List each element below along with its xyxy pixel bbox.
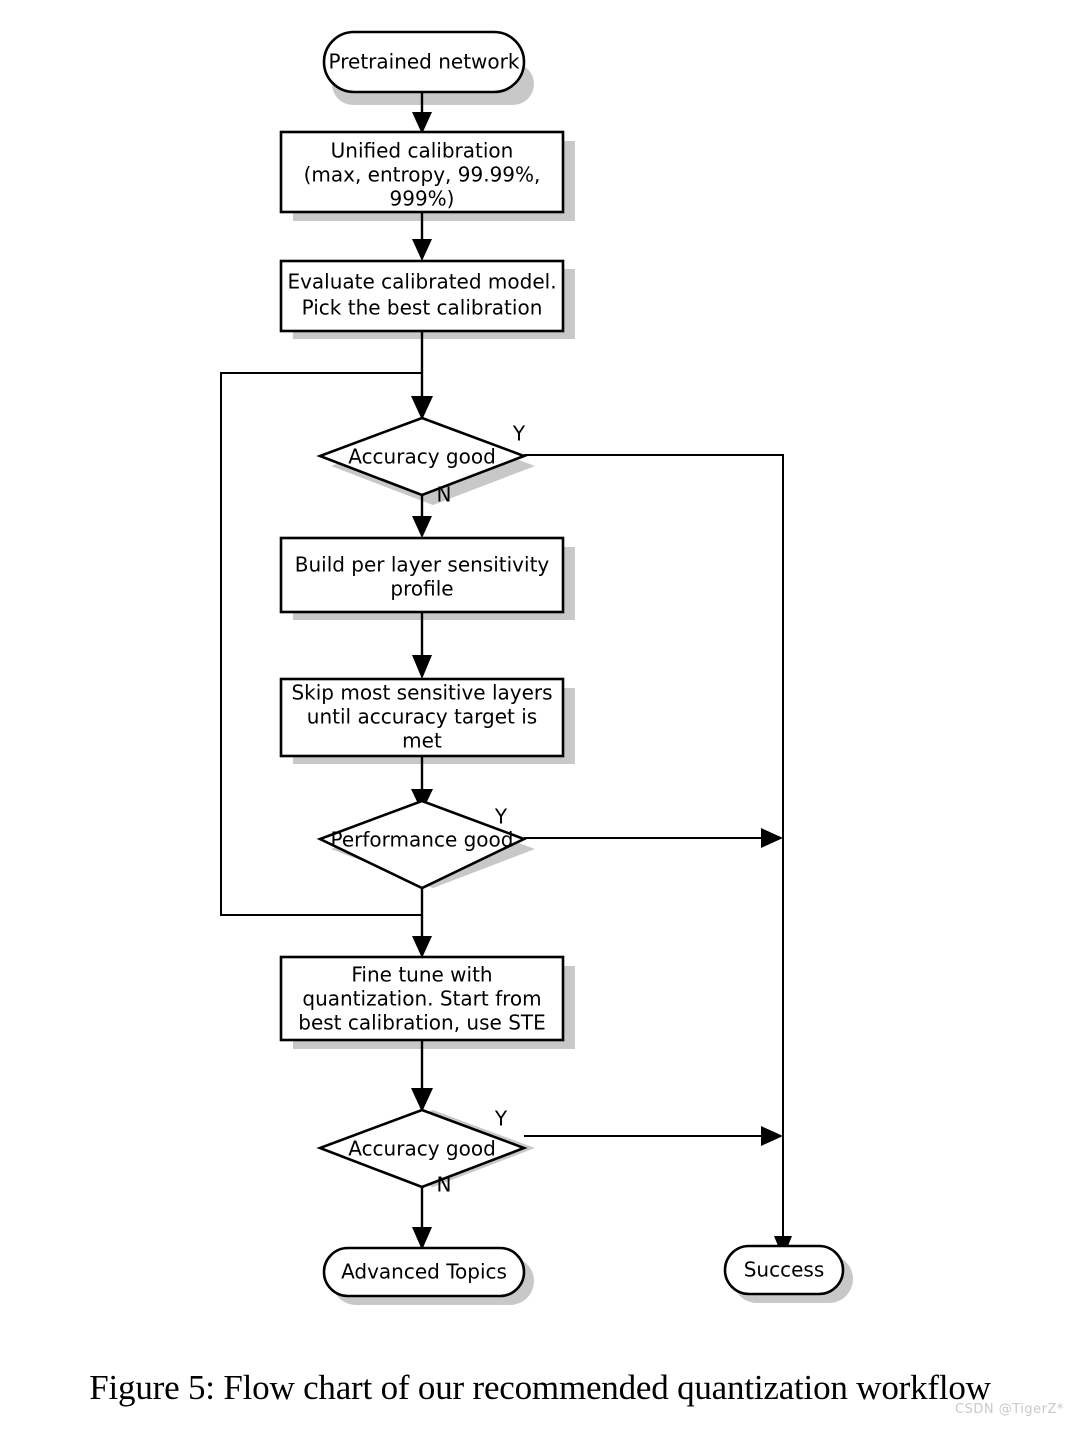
node-accuracy-good-1[interactable]: Accuracy good Y N xyxy=(316,416,528,507)
node-evaluate-line2: Pick the best calibration xyxy=(302,296,543,320)
node-evaluate-line1: Evaluate calibrated model. xyxy=(287,270,556,294)
edge-layer xyxy=(220,93,792,1258)
edge-label-accuracy2-no: N xyxy=(437,1173,452,1197)
node-unified-calibration-line1: Unified calibration xyxy=(331,139,514,163)
edge-calibration-to-evaluate xyxy=(412,212,432,261)
edge-label-performance-yes: Y xyxy=(494,805,508,829)
edge-performance-yes-to-success xyxy=(524,828,783,848)
node-skip-line2: until accuracy target is xyxy=(307,705,537,729)
edge-label-accuracy2-yes: Y xyxy=(494,1107,508,1131)
edge-performance-to-finetune xyxy=(412,888,432,958)
edge-finetune-to-accuracy2 xyxy=(411,1040,433,1112)
node-pretrained-network[interactable]: Pretrained network xyxy=(322,30,526,94)
node-finetune-line2: quantization. Start from xyxy=(302,987,541,1011)
node-unified-calibration-line2: (max, entropy, 99.99%, xyxy=(304,163,541,187)
edge-accuracy1-no-to-sensitivity xyxy=(412,495,432,538)
edge-accuracy2-no-to-advanced xyxy=(412,1187,432,1250)
node-performance-good-label: Performance good xyxy=(331,828,514,852)
node-sensitivity-line1: Build per layer sensitivity xyxy=(295,553,550,577)
node-finetune-line3: best calibration, use STE xyxy=(298,1011,546,1035)
node-build-sensitivity-profile[interactable]: Build per layer sensitivity profile xyxy=(279,536,565,614)
node-finetune-line1: Fine tune with xyxy=(351,963,492,987)
flowchart-canvas: Pretrained network Unified calibration (… xyxy=(220,30,853,1305)
edge-start-to-calibration xyxy=(412,93,432,134)
node-accuracy-good-1-label: Accuracy good xyxy=(348,445,496,469)
node-advanced-topics-label: Advanced Topics xyxy=(341,1260,507,1284)
node-fine-tune-quantization[interactable]: Fine tune with quantization. Start from … xyxy=(279,955,565,1042)
node-accuracy-good-2-label: Accuracy good xyxy=(348,1137,496,1161)
edge-label-accuracy1-no: N xyxy=(437,483,452,507)
node-skip-sensitive-layers[interactable]: Skip most sensitive layers until accurac… xyxy=(279,677,565,758)
watermark-text: CSDN @TigerZ* xyxy=(955,1402,1064,1417)
edge-feedback-loop-to-accuracy1 xyxy=(220,372,422,916)
node-performance-good[interactable]: Performance good Y xyxy=(316,799,528,890)
node-evaluate-calibrated-model[interactable]: Evaluate calibrated model. Pick the best… xyxy=(279,259,565,333)
edge-accuracy2-yes-to-success xyxy=(524,1126,783,1146)
node-success[interactable]: Success xyxy=(723,1244,845,1296)
node-accuracy-good-2[interactable]: Accuracy good Y N xyxy=(316,1107,528,1197)
node-skip-line3: met xyxy=(402,729,442,753)
edge-sensitivity-to-skip xyxy=(412,612,432,679)
node-unified-calibration[interactable]: Unified calibration (max, entropy, 99.99… xyxy=(279,130,565,214)
node-layer: Pretrained network Unified calibration (… xyxy=(279,30,845,1298)
node-advanced-topics[interactable]: Advanced Topics xyxy=(322,1246,526,1298)
node-sensitivity-line2: profile xyxy=(390,577,453,601)
node-skip-line1: Skip most sensitive layers xyxy=(291,681,552,705)
figure-caption: Figure 5: Flow chart of our recommended … xyxy=(89,1368,991,1407)
node-success-label: Success xyxy=(744,1258,825,1282)
edge-label-accuracy1-yes: Y xyxy=(512,422,526,446)
edge-evaluate-to-accuracy1 xyxy=(411,331,433,420)
node-pretrained-network-label: Pretrained network xyxy=(329,50,520,74)
node-unified-calibration-line3: 999%) xyxy=(390,187,455,211)
